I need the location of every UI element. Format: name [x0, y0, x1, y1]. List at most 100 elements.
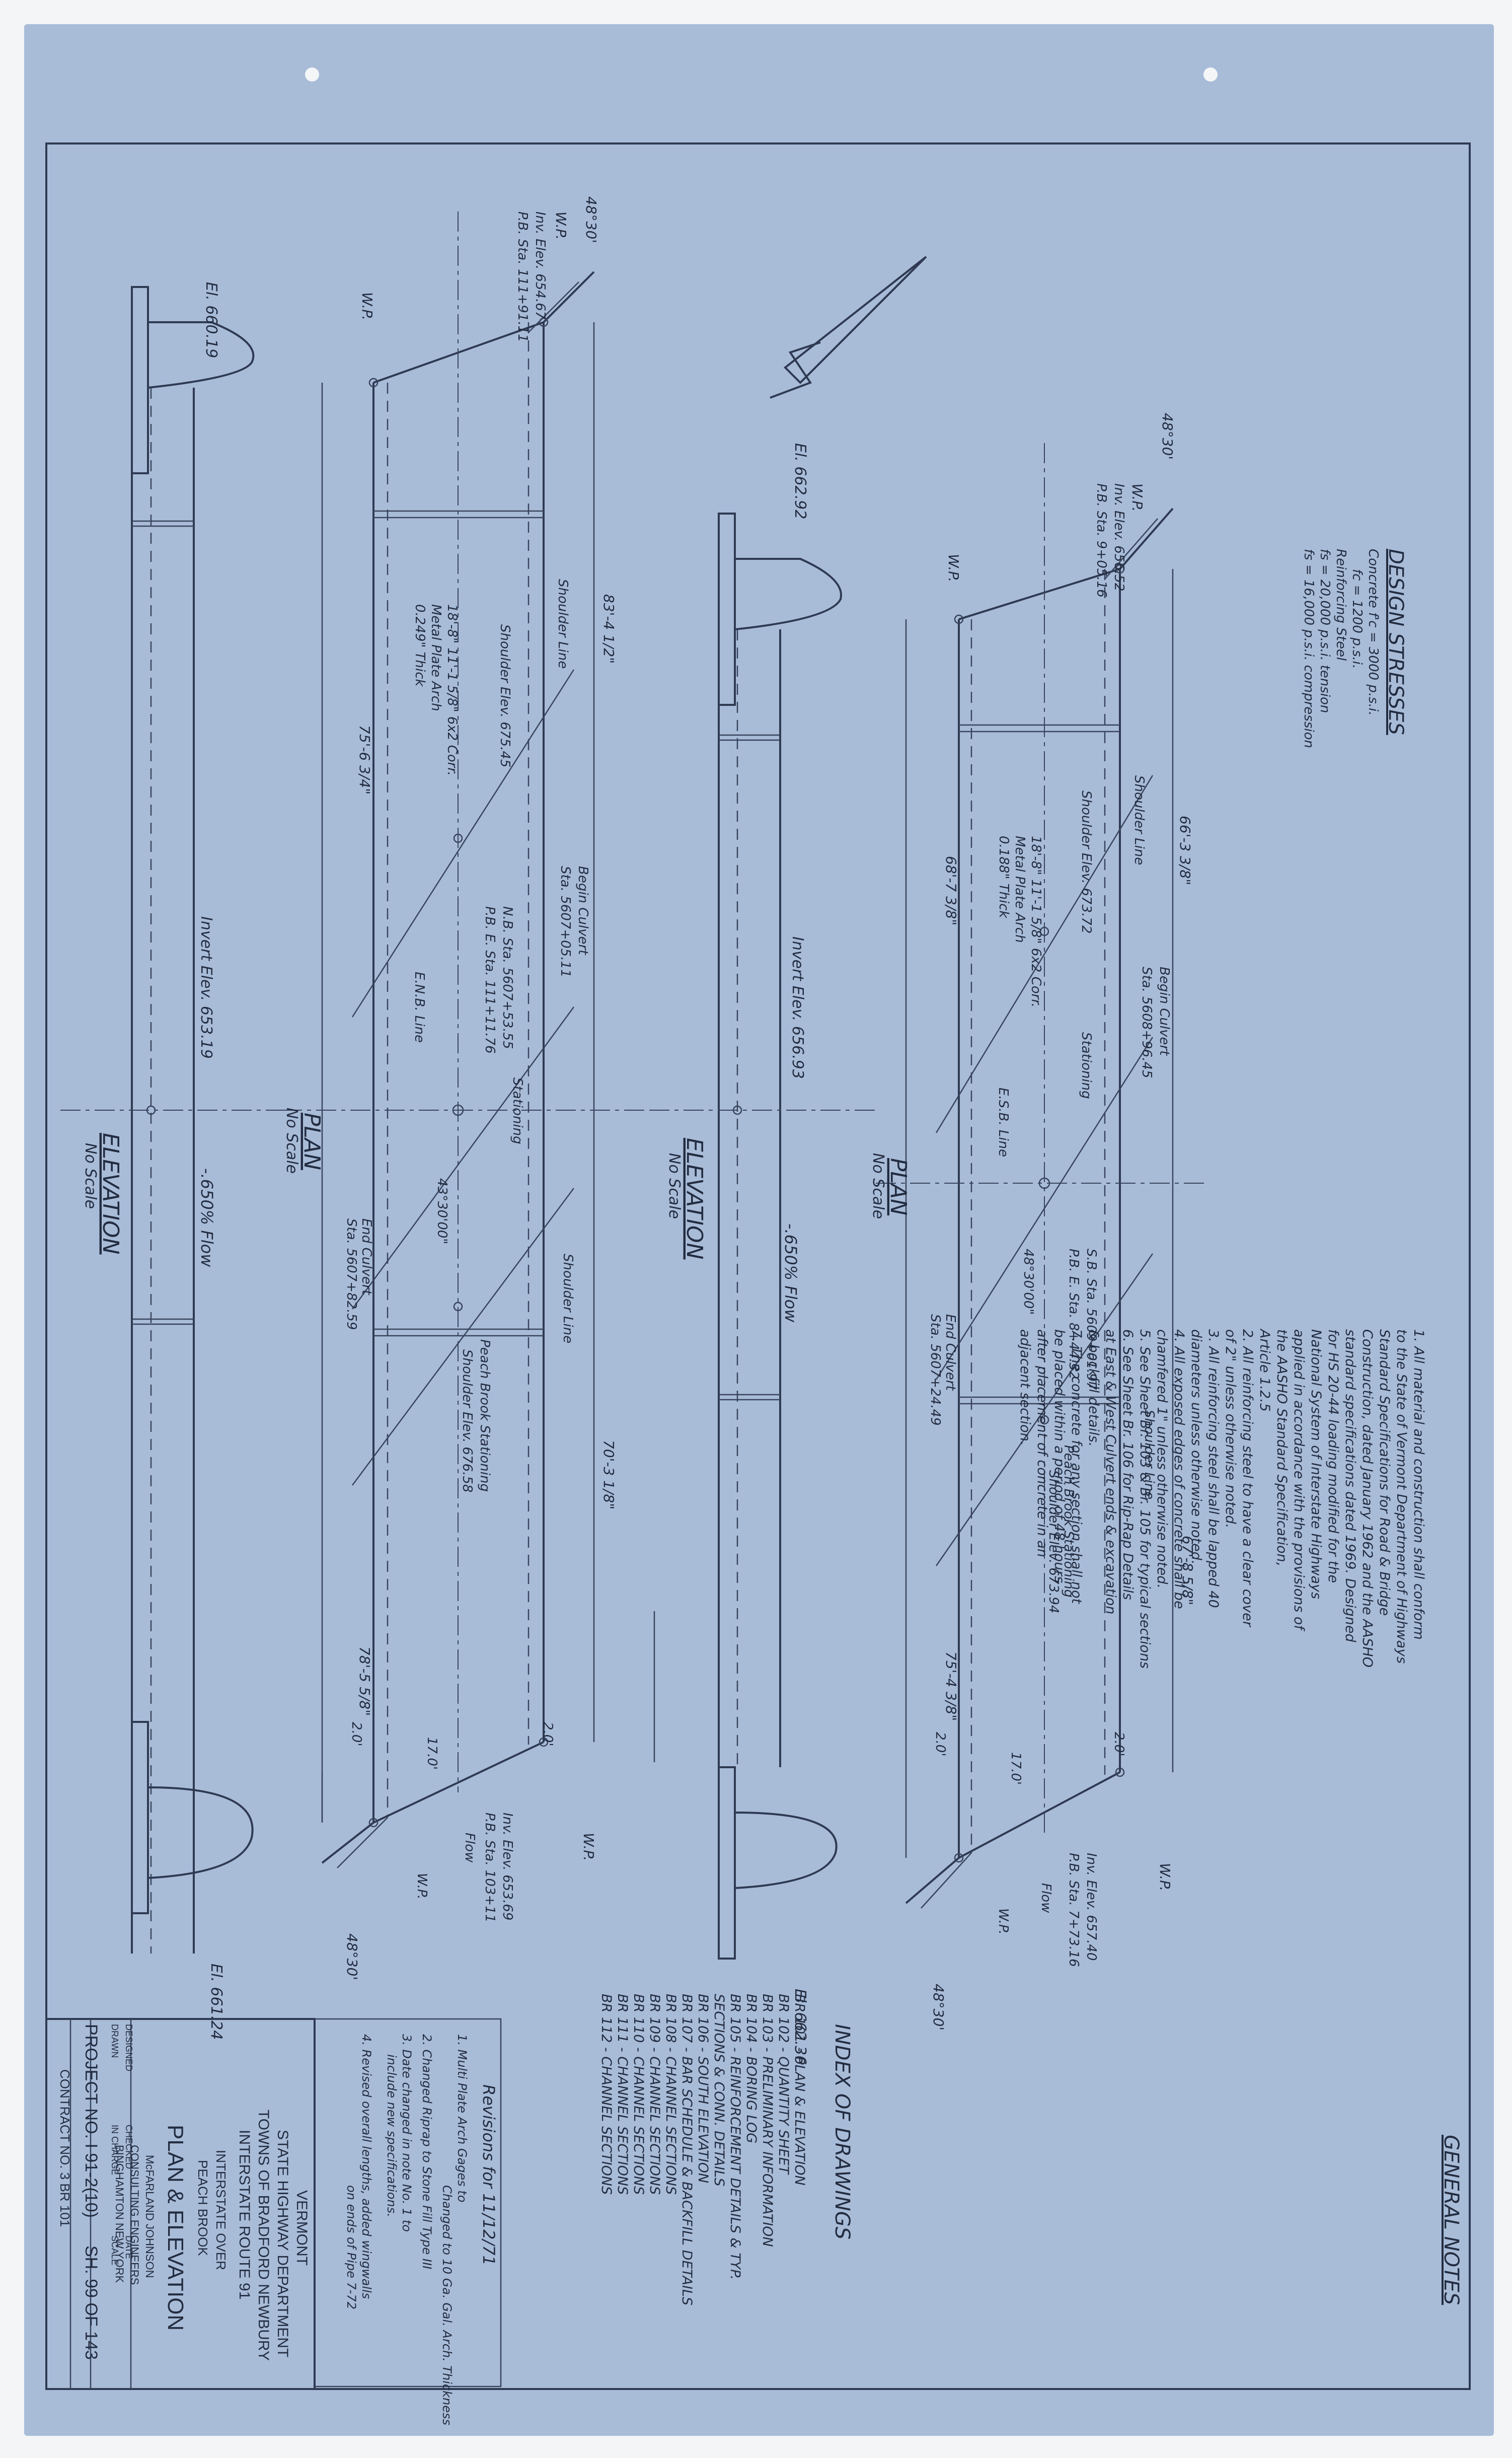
plan-left-inv-pb-top: P.B. Sta. 111+91.11	[515, 211, 530, 342]
plan-right-stationing: Stationing	[1079, 1032, 1094, 1099]
plan-left-angle-center: 43°30'00"	[434, 1178, 449, 1244]
general-notes-line: Standard Specifications for Road & Bridg…	[1377, 1329, 1392, 1616]
plan-right-shoulder-line2: Shoulder Line	[1142, 1410, 1157, 1499]
plan-right-wp-bot2: W.P.	[996, 1908, 1011, 1934]
general-notes-line: National System of Interstate Highways	[1308, 1329, 1324, 1599]
tb-contract: CONTRACT NO. 3 BR 101	[57, 2069, 72, 2227]
plan-right-angle: 48°30'	[1159, 413, 1176, 460]
plan-left-dim-top: 83'-4 1/2"	[600, 594, 617, 664]
plan-right	[876, 443, 1208, 1909]
plan-right-scale: No Scale	[869, 1153, 887, 1219]
tb-state: VERMONT	[293, 2190, 310, 2266]
plan-left-scale: No Scale	[283, 1108, 300, 1174]
plan-left-shoulder-elev2: Shoulder Elev. 676.58	[460, 1349, 475, 1492]
plan-left-dim-bot: 70'-3 1/8"	[600, 1440, 617, 1509]
design-stresses-line: fs = 20,000 p.s.i. tension	[1317, 549, 1332, 713]
plan-left-angle2: 48°30'	[344, 1933, 360, 1980]
general-notes-line: 5. See Sheet Br. 103 & Br. 105 for typic…	[1137, 1329, 1153, 1669]
plan-left-inv-elev-bot: Inv. Elev. 653.69	[500, 1813, 515, 1920]
plan-right-wp: W.P.	[1129, 483, 1146, 512]
index-title: INDEX OF DRAWINGS	[830, 2024, 854, 2239]
plan-right-arch3: 0.188" Thick	[996, 836, 1011, 919]
tb-sheet: SH. 99 OF 143	[82, 2246, 101, 2360]
design-stresses-line: Concrete f'c = 3000 p.s.i.	[1366, 549, 1381, 715]
plan-left-dim-17: 17.0'	[424, 1737, 439, 1770]
plan-right-dim-a: 68'-7 3/8"	[943, 856, 959, 925]
tb-designed: DESIGNED	[124, 2024, 134, 2071]
plan-left-end-sta: Sta. 5607+82.59	[344, 1218, 359, 1330]
elev-left-el-top: El. 660.19	[202, 282, 220, 358]
general-notes-line: after placement of concrete in an	[1034, 1329, 1050, 1557]
plan-left-shoulder-line: Shoulder Line	[555, 579, 570, 669]
north-arrow	[770, 256, 927, 399]
plan-left-nb-sta: N.B. Sta. 5607+53.55	[500, 906, 515, 1049]
general-notes-line: diameters unless otherwise noted.	[1188, 1329, 1204, 1564]
plan-right-inv-elev-top: Inv. Elev. 656.52	[1111, 483, 1126, 591]
plan-right-dim-2a: 2.0'	[933, 1732, 948, 1757]
revision-item: 1. Multi Plate Arch Gages to	[455, 2034, 469, 2202]
general-notes-line: be placed within a period of 48 hours	[1051, 1329, 1067, 1583]
plan-left-arch1: 18'-8" 11'-1 5/8" 6x2 Corr.	[444, 604, 460, 776]
plan-right-angle-center: 48°30'00"	[1021, 1249, 1036, 1315]
general-notes-line: 7. The concrete for any section shall no…	[1069, 1329, 1084, 1605]
plan-left-begin-sta: Sta. 5607+05.11	[558, 866, 573, 978]
index-of-drawings: INDEX OF DRAWINGS BR 101 - PLAN & ELEVAT…	[598, 1994, 854, 2305]
revision-item: on ends of Pipe 7-72	[344, 2185, 358, 2309]
plan-right-esb-line: E.S.B. Line	[996, 1088, 1011, 1157]
elev-left-title: ELEVATION	[98, 1133, 123, 1255]
index-item: BR 108 - CHANNEL SECTIONS	[663, 1994, 678, 2195]
design-stresses-title: DESIGN STRESSES	[1384, 549, 1407, 735]
plan-right-begin-sta: Sta. 5608+96.45	[1139, 967, 1154, 1078]
plan-left-angle: 48°30'	[583, 196, 599, 243]
elevation-left	[60, 286, 282, 1954]
tb-consultant2: CONSULTING ENGINEERS	[128, 2145, 141, 2285]
plan-left-inv-elev-top: Inv. Elev. 654.67	[533, 211, 548, 320]
plan-right-angle2: 48°30'	[930, 1984, 947, 2031]
plan-left-wp2: W.P.	[359, 292, 375, 320]
elev-left-scale: No Scale	[82, 1143, 99, 1209]
plan-right-dim-bot: 67'-8 5/8"	[1179, 1536, 1196, 1605]
revision-item: Changed to 10 Ga. Gal. Arch. Thickness	[440, 2185, 454, 2425]
general-notes-line: 4. All exposed edges of concrete shall b…	[1171, 1329, 1187, 1609]
plan-left	[282, 211, 655, 1868]
index-item: BR 101 - PLAN & ELEVATION	[792, 1994, 807, 2186]
sheet-border	[45, 142, 1471, 2390]
plan-left-dim-2a: 2.0'	[349, 1722, 364, 1747]
tb-drawn: DRAWN	[110, 2024, 120, 2058]
revision-item: 2. Changed Riprap to Stone Fill Type III	[420, 2034, 434, 2269]
punch-hole-left	[305, 67, 319, 82]
general-notes-title: GENERAL NOTES	[1440, 2135, 1463, 2305]
plan-right-arch2: Metal Plate Arch	[1012, 836, 1027, 943]
elev-right-grade: -.650% Flow	[781, 1223, 800, 1323]
tb-dept: STATE HIGHWAY DEPARTMENT	[274, 2130, 291, 2357]
plan-left-begin-culvert: Begin Culvert	[575, 866, 590, 955]
revision-item: include new specifications.	[385, 2054, 399, 2217]
plan-right-shoulder-line: Shoulder Line	[1131, 775, 1147, 865]
blueprint-paper	[24, 24, 1494, 2436]
design-stresses: DESIGN STRESSES Concrete f'c = 3000 p.s.…	[1301, 549, 1407, 748]
elev-right-el-bot: El. 662.36	[791, 1989, 809, 2065]
tb-over2: PEACH BROOK	[195, 2160, 210, 2256]
title-block: VERMONT STATE HIGHWAY DEPARTMENT TOWNS O…	[45, 2018, 316, 2390]
plan-left-end-culvert: End Culvert	[359, 1218, 374, 1295]
tb-drawing: PLAN & ELEVATION	[163, 2125, 188, 2331]
plan-left-arch3: 0.249" Thick	[412, 604, 427, 687]
general-notes-line: the AASHO Standard Specification,	[1274, 1329, 1290, 1566]
plan-right-inv-pb-bot: P.B. Sta. 7+73.16	[1066, 1853, 1081, 1967]
tb-route: INTERSTATE ROUTE 91	[236, 2130, 253, 2299]
tb-checked: CHECKED	[124, 2125, 134, 2169]
plan-left-title: PLAN	[299, 1113, 325, 1170]
plan-right-shoulder-elev: Shoulder Elev. 673.72	[1079, 790, 1094, 933]
plan-right-flow: Flow	[1038, 1883, 1053, 1913]
plan-left-dim-a: 75'-6 3/4"	[356, 725, 373, 794]
general-notes-line: applied in accordance with the provision…	[1291, 1329, 1307, 1631]
plan-right-peach-brook: Peach Brook Stationing	[1061, 1445, 1076, 1598]
general-notes-line: of 2" unless otherwise noted.	[1223, 1329, 1238, 1528]
plan-left-enb-line: E.N.B. Line	[412, 972, 427, 1043]
index-item: BR 102 - QUANTITY SHEET	[776, 1994, 791, 2176]
index-item: BR 107 - BAR SCHEDULE & BACKFILL DETAILS	[679, 1994, 695, 2305]
plan-right-dim-top: 66'-3 3/8"	[1177, 816, 1193, 885]
plan-right-shoulder-elev2: Shoulder Elev. 673.94	[1046, 1470, 1061, 1613]
plan-left-inv-pb-bot: P.B. Sta. 103+11	[482, 1813, 497, 1922]
